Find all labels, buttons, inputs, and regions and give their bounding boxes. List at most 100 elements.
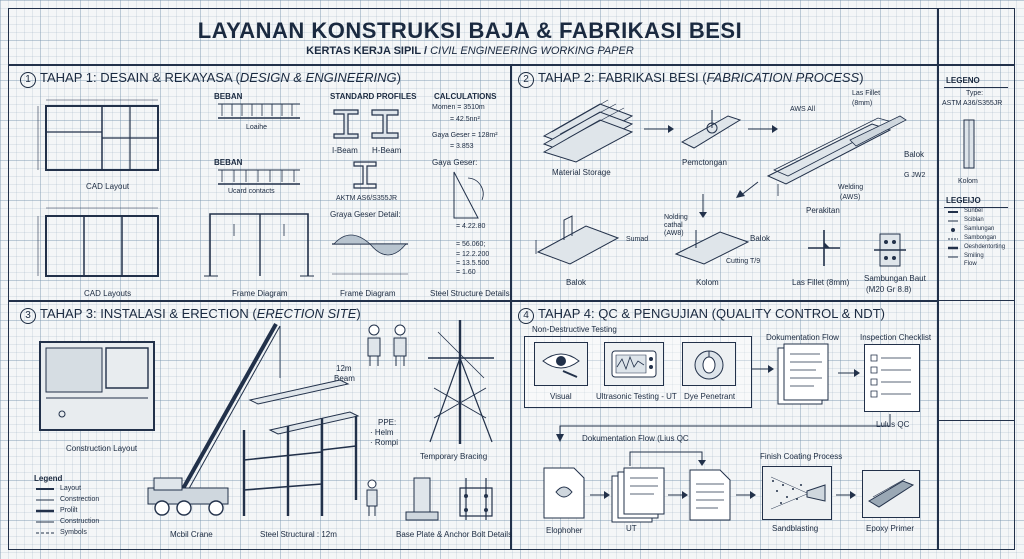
ut-report-label: UT [626, 524, 637, 533]
legend-panel-rule-2 [944, 207, 1008, 208]
section-detail-icon [352, 160, 378, 190]
loaihe-label: Loaihe [246, 124, 268, 131]
section-2-number: 2 [518, 72, 534, 88]
right-panel-divider [937, 8, 939, 550]
ultrasonic-device-icon [610, 349, 658, 379]
cad-layouts-label: CAD Layouts [84, 289, 132, 298]
calc-v5: = 1.60 [456, 269, 476, 276]
sandblast-icon [767, 471, 827, 515]
visual-label: Visual [550, 392, 572, 401]
load-diagram-1 [214, 100, 304, 134]
mid-horizontal-divider [8, 300, 938, 302]
material-storage-drawing [540, 96, 636, 164]
balok-detail-drawing [532, 206, 624, 266]
cad-layouts-drawing [36, 208, 166, 284]
dye-penetrant-icon [691, 347, 727, 381]
calc-v2: = 56.060; [456, 241, 486, 248]
beam-label: Beam [334, 374, 355, 383]
legend-panel-item-2: Sciblan [964, 217, 984, 223]
beban-label-1: BEBAN [214, 92, 243, 101]
section-1-title-text: TAHAP 1: DESAIN & REKAYASA ( [40, 70, 240, 85]
i-beam-icon [332, 108, 360, 140]
cutting-label: Cutting T/9 [726, 258, 761, 265]
drawing-frame [8, 8, 1015, 550]
beban-label-2: BEBAN [214, 158, 243, 167]
kolom-drawing [672, 222, 752, 266]
mid-vertical-divider [510, 64, 512, 550]
legend-panel-title: LEGENO [946, 76, 980, 85]
ucard-label: Ucard contacts [228, 188, 275, 195]
flow-return-line [556, 414, 896, 442]
visual-test-box [534, 342, 588, 386]
epoxy-beam-icon [867, 477, 915, 511]
shear-diagram [330, 222, 410, 280]
dye-penetrant-box [682, 342, 736, 386]
calc-gaya: Gaya Geser = 128m² [432, 132, 498, 139]
page-subtitle: KERTAS KERJA SIPIL / CIVIL ENGINEERING W… [0, 45, 940, 57]
aws8-label: (AW8) [664, 230, 684, 237]
legend-type-label: Type: [966, 90, 984, 97]
sandblasting-label: Sandblasting [772, 524, 819, 533]
s3-legend-item-3: Prolilt [60, 507, 78, 514]
cutting-drawing [680, 106, 744, 152]
load-diagram-2 [214, 166, 304, 188]
cad-layout-drawing [36, 100, 166, 178]
construction-layout-label: Construction Layout [66, 444, 138, 453]
welding-label: Welding [838, 184, 864, 191]
legend-panel-item-6: Smiling [964, 253, 984, 259]
legend-panel-rule-3 [938, 300, 1014, 301]
section-2-title-en: FABRICATION PROCESS [706, 70, 860, 85]
calc-momen-2: = 42.5nn² [450, 116, 480, 123]
sambungan-baut-spec-label: (M20 Gr 8.8) [866, 285, 912, 294]
steel-structural-label: Steel Structural : 12m [260, 530, 337, 539]
subtitle-separator: / [420, 45, 431, 57]
flow-arrow-1 [644, 125, 674, 133]
section-3-title-en: ERECTION SITE [256, 306, 357, 321]
workers-drawing [362, 322, 414, 366]
ndt-label: Non-Destructive Testing [532, 325, 617, 334]
nolding-label: Nolding [664, 214, 688, 221]
legend-panel-item-1: Sunbel [964, 208, 983, 214]
base-plate-label: Base Plate & Anchor Bolt Details [396, 530, 513, 539]
calc-v3: = 12.2.200 [456, 251, 490, 258]
perakitan-label: Perakitan [806, 206, 840, 215]
calculations-label: CALCULATIONS [434, 92, 497, 101]
finish-coating-label: Finish Coating Process [760, 452, 843, 461]
sumad-label: Sumad [626, 236, 649, 243]
las-fillet-label: Las Fillet [852, 90, 881, 97]
i-beam-label: I-Beam [332, 146, 358, 155]
ultrasonic-label: Ultrasonic Testing - UT [596, 392, 677, 401]
s3-legend-symbols [34, 484, 56, 540]
section-2-title-end: ) [859, 70, 864, 85]
gjw-label: G JW2 [904, 172, 926, 179]
lulus-qc-label: Lulus QC [876, 420, 910, 429]
section-1-title-end: ) [396, 70, 401, 85]
temporary-bracing-label: Temporary Bracing [420, 452, 488, 461]
welding-aws-label: (AWS) [840, 194, 861, 201]
s3-legend-item-5: Symbols [60, 529, 87, 536]
flow-arrow-4a [590, 491, 610, 499]
beam-assembly-drawing [760, 100, 910, 200]
legend-panel-item-7: Flow [964, 261, 977, 267]
calc-v4: = 13.5.500 [456, 260, 490, 267]
section-1-title-en: DESIGN & ENGINEERING [239, 70, 397, 85]
legend-panel-rule-1 [944, 87, 1008, 88]
checklist-icon [869, 351, 915, 407]
beam-length-label: 12m [336, 364, 352, 373]
inspection-checklist-label: Inspection Checklist [860, 333, 932, 342]
frame-diagram-1-label: Frame Diagram [232, 289, 288, 298]
cathal-label: cathal [664, 222, 683, 229]
flow-arrow-3 [736, 180, 760, 198]
legend-panel-title-2: LEGEIJO [946, 196, 981, 205]
bolt-connection-drawing [872, 230, 908, 270]
dokumentation-flow-2-label: Dokumentation Flow (Lius QC [582, 434, 689, 443]
mobile-crane-label: Mcbil Crane [170, 530, 213, 539]
base-plate-drawing [404, 474, 500, 524]
cad-layout-label: CAD Layout [86, 182, 130, 191]
flow-arrow-down [699, 194, 707, 218]
legend-kolom-icon [962, 118, 976, 170]
flow-arrow-4d [836, 491, 856, 499]
